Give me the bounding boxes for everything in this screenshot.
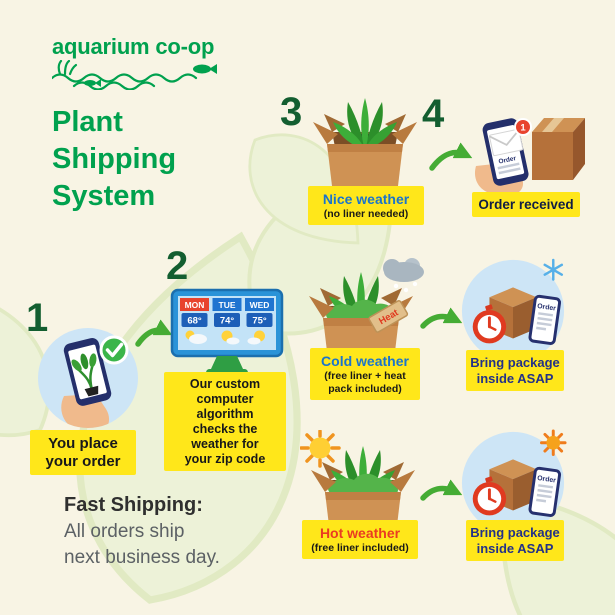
logo: aquarium co-op — [52, 34, 222, 90]
phone: Order — [528, 294, 562, 345]
arrow-step1-to-step2 — [135, 319, 173, 347]
footer-line-1: All orders ship — [64, 521, 185, 542]
title-line-2: Shipping — [52, 143, 177, 175]
order-received-icon: Order 1 — [468, 102, 586, 194]
svg-text:MON: MON — [185, 300, 205, 310]
package-box — [532, 118, 585, 180]
svg-text:75°: 75° — [252, 316, 267, 327]
step2-label: Our custom computer algorithm checks the… — [164, 372, 286, 471]
sun-icon — [300, 430, 341, 468]
phone — [63, 338, 112, 406]
forecast-col-mon: MON 68° — [180, 298, 209, 344]
plant-icon — [333, 98, 397, 150]
bring-inside-label-cold: Bring package inside ASAP — [466, 350, 564, 391]
cold-weather-box-icon: Heat — [306, 256, 428, 362]
page-title: Plant Shipping System — [52, 104, 176, 215]
bring-inside-icon-cold: Order — [458, 256, 568, 366]
check-icon — [99, 335, 129, 365]
svg-text:1: 1 — [520, 123, 526, 134]
sun-icon — [540, 429, 567, 456]
notification-badge: 1 — [514, 118, 532, 136]
svg-text:Order: Order — [498, 155, 517, 166]
svg-text:Order: Order — [537, 303, 557, 313]
place-order-icon — [36, 326, 140, 430]
forecast-col-tue: TUE 74° — [212, 298, 242, 345]
step1-label: You place your order — [30, 430, 136, 475]
step3-number: 3 — [280, 90, 303, 134]
bring-inside-label-hot: Bring package inside ASAP — [466, 520, 564, 561]
phone: Order — [528, 466, 562, 517]
plant-on-screen — [71, 353, 99, 397]
svg-text:68°: 68° — [187, 316, 202, 327]
svg-text:Order: Order — [537, 475, 557, 485]
arrow-cold-to-asap — [420, 307, 463, 329]
cold-weather-label: Cold weather (free liner + heat pack inc… — [310, 348, 420, 400]
order-received-label: Order received — [472, 192, 580, 217]
arrow-hot-to-asap — [420, 479, 463, 501]
heat-pack: Heat — [368, 300, 409, 333]
stopwatch-icon — [472, 476, 507, 516]
nice-weather-box-icon — [312, 94, 418, 188]
step2-number: 2 — [166, 244, 189, 288]
stopwatch-icon — [472, 304, 507, 344]
logo-text: aquarium co-op — [52, 34, 215, 59]
fish-icon — [84, 64, 217, 87]
forecast-col-wed: WED 75° — [245, 298, 274, 345]
svg-text:TUE: TUE — [219, 300, 236, 310]
hand — [61, 394, 110, 428]
step1-number: 1 — [26, 296, 49, 340]
footer: Fast Shipping: All orders ship next busi… — [64, 492, 220, 571]
weather-computer-icon: MON 68° TUE 74° WED 75° — [170, 288, 284, 382]
bring-inside-icon-hot: Order — [458, 428, 568, 538]
svg-text:WED: WED — [250, 300, 270, 310]
title-line-3: System — [52, 180, 156, 212]
hot-weather-label: Hot weather (free liner included) — [302, 520, 418, 559]
svg-text:74°: 74° — [220, 316, 235, 327]
logo-fish-art — [52, 60, 217, 90]
email-icon — [489, 128, 524, 157]
fast-shipping-heading: Fast Shipping: — [64, 494, 203, 516]
snowflake-icon — [543, 258, 564, 281]
nice-weather-label: Nice weather (no liner needed) — [308, 186, 424, 225]
title-line-1: Plant — [52, 106, 123, 138]
step4-number: 4 — [422, 92, 445, 136]
snow-cloud-icon — [383, 258, 424, 293]
footer-line-2: next business day. — [64, 547, 220, 568]
arrow-step3-to-step4 — [429, 142, 473, 171]
